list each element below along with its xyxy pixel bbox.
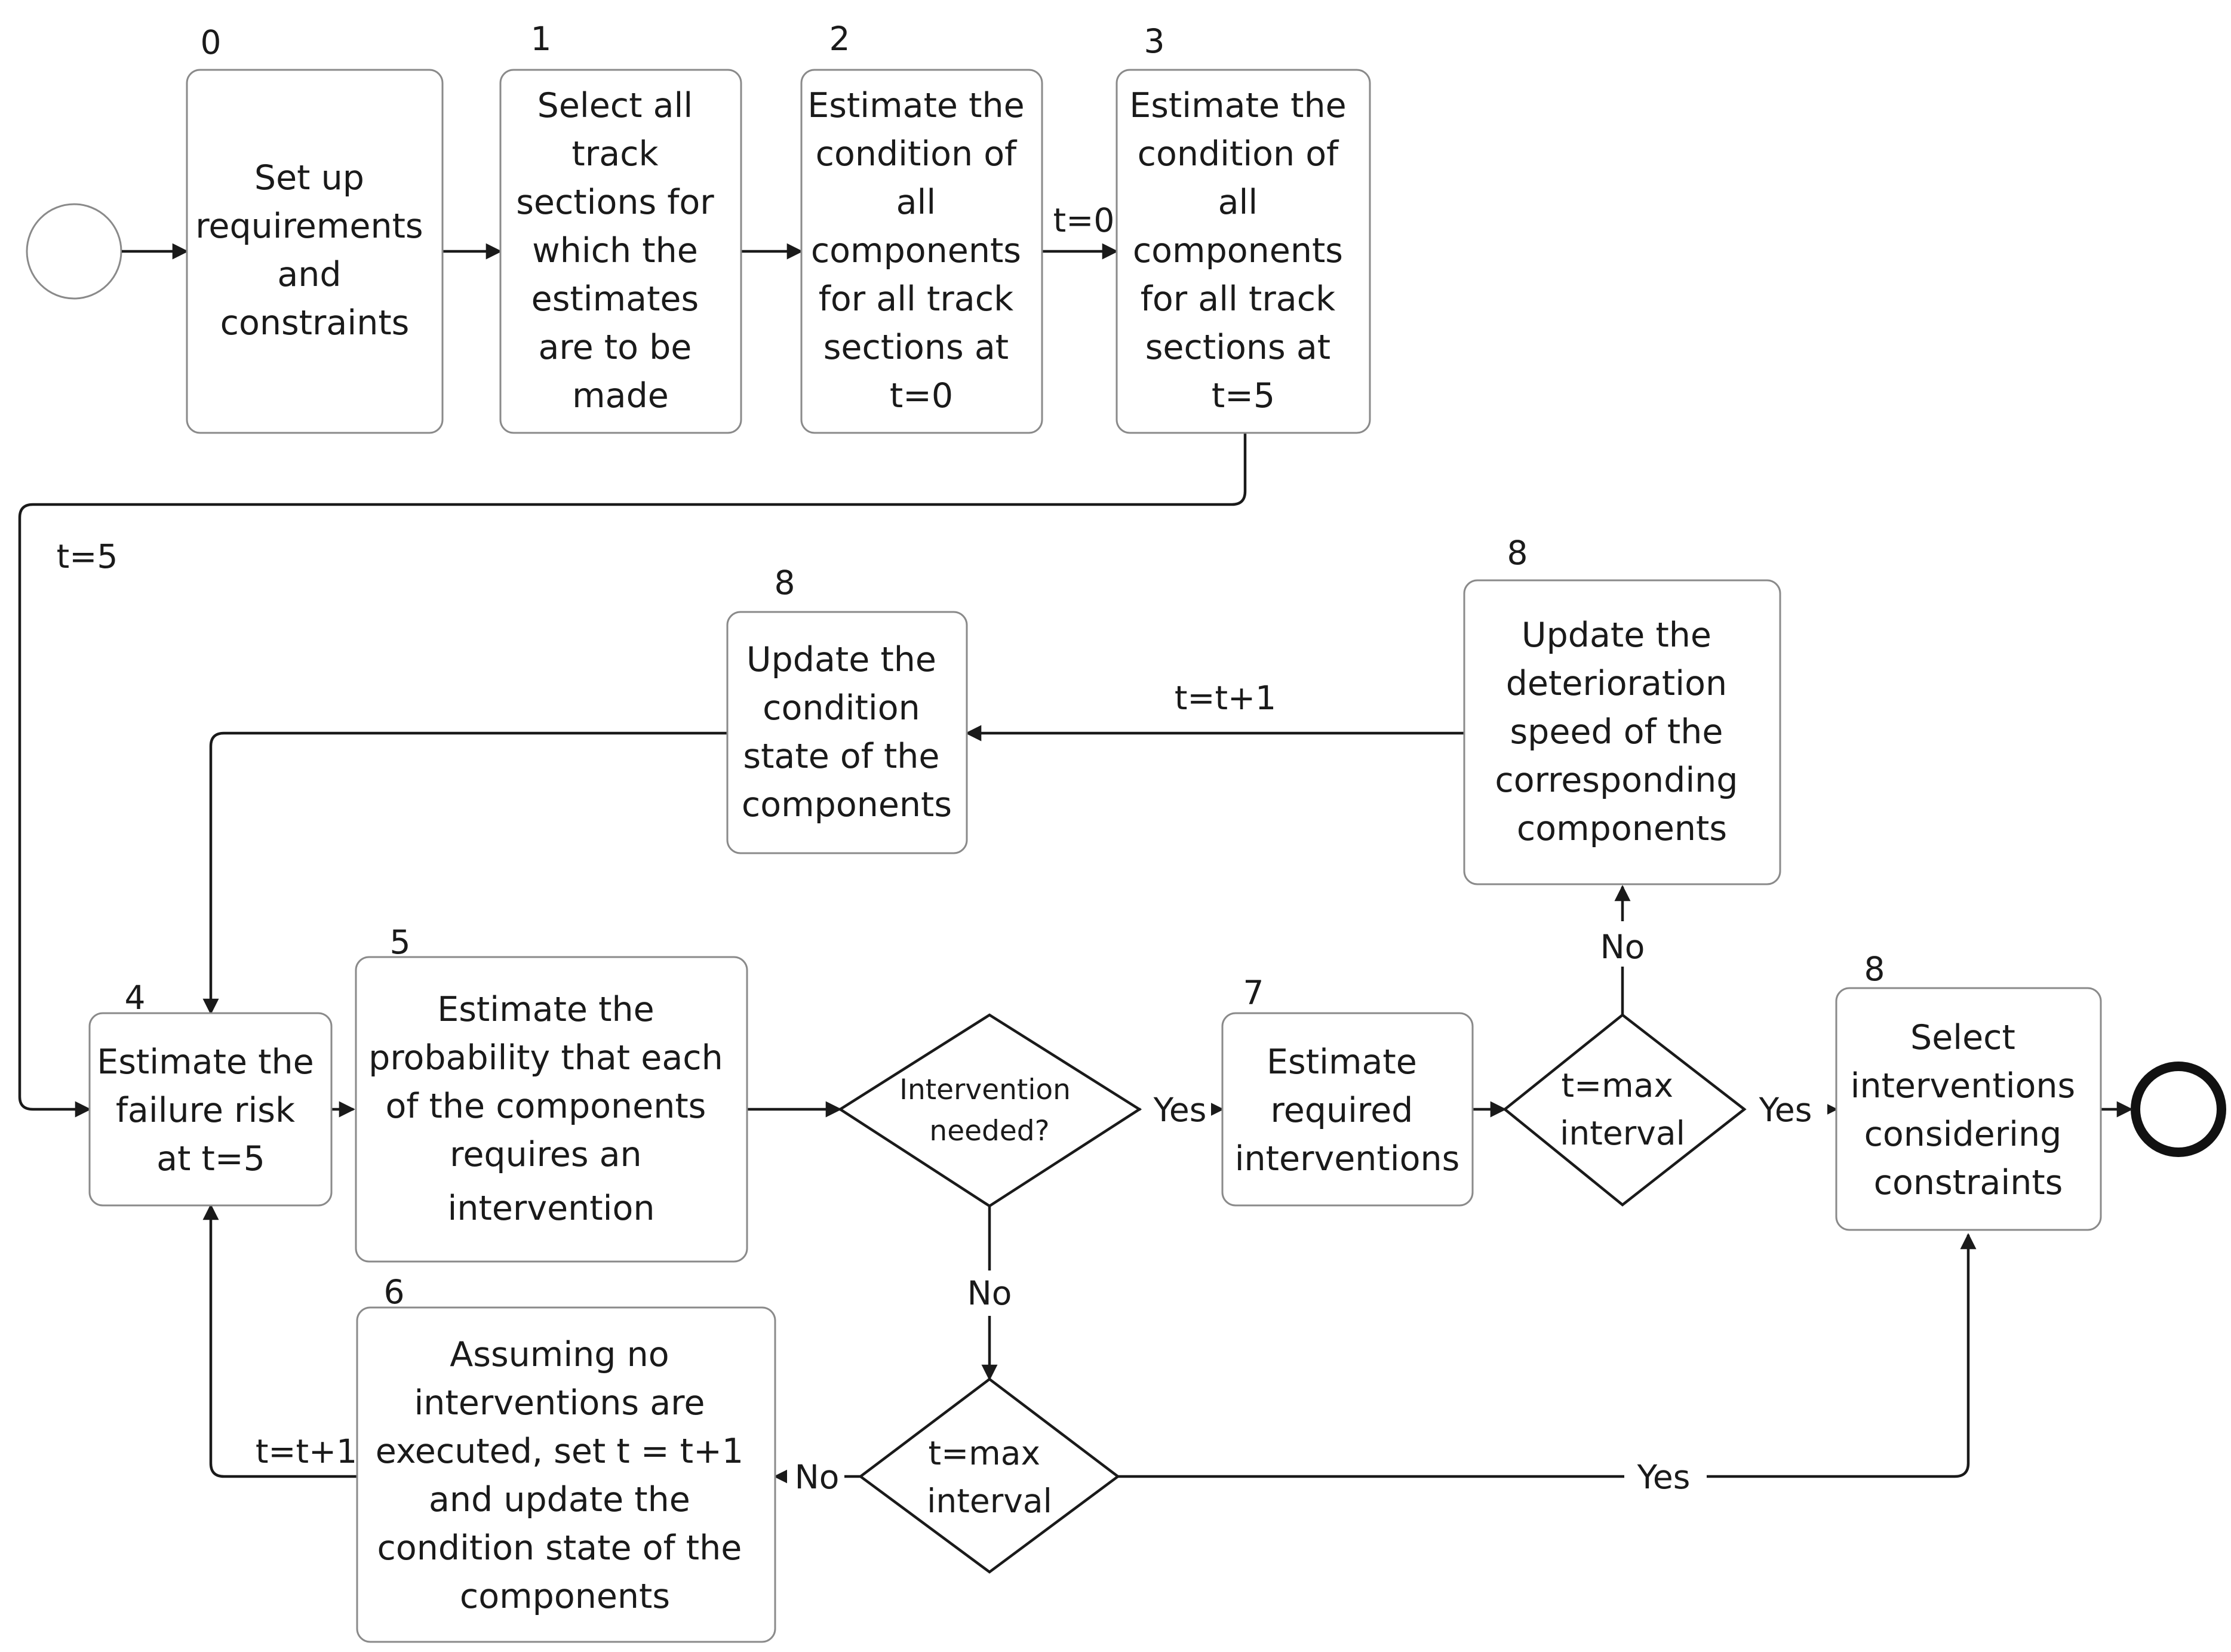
node-5: 5 Estimate the probability that each of … [355,923,748,1263]
start-event [26,203,122,300]
node-4-box [88,1012,333,1207]
node-8-update-condition: 8 Update the condition state of the comp… [726,564,968,854]
node-8b-label: Update the deterioration speed of the co… [1495,616,1748,848]
node-2-number: 2 [829,20,850,58]
end-event [2131,1062,2226,1157]
node-4-label: Estimate the failure risk at t=5 [97,1042,325,1179]
node-4-number: 4 [125,979,146,1017]
decision-1-shape [837,1013,1142,1208]
edge-8a-to-4 [202,731,727,1015]
node-7-label: Estimate required interventions [1235,1042,1460,1179]
node-8a-label: Update the condition state of the compon… [742,640,952,825]
edge-label-tt1-left: t=t+1 [256,1432,357,1471]
node-7: 7 Estimate required interventions [1221,974,1474,1207]
node-3-label: Estimate the condition of all components… [1129,86,1357,416]
edge-label-tt1-top: t=t+1 [1175,679,1276,717]
edge-label-t5: t=5 [57,537,118,576]
node-0: 0 Set up requirements and constraints [186,23,444,434]
node-8c-number: 8 [1864,950,1885,988]
node-6-box [356,1306,776,1643]
decision-max-interval-right: t=max interval [1502,1013,1747,1207]
edge-label-yes-d2: Yes [1759,1091,1812,1129]
edge-3-to-4 [18,433,1247,1118]
node-6: 6 Assuming no interventions are executed… [356,1273,776,1643]
node-0-label: Set up requirements and constraints [195,158,434,343]
node-1-label: Select all track sections for which the … [516,86,725,416]
node-3: 3 Estimate the condition of all componen… [1116,22,1371,434]
decision-intervention-needed: Intervention needed? [837,1013,1142,1208]
edge-label-yes-d3: Yes [1637,1458,1691,1496]
decision-max-interval-bottom: t=max interval [858,1377,1120,1574]
node-1-box [499,69,742,434]
decision-2-label: t=max interval [1560,1066,1685,1152]
decision-1-label: Intervention needed? [899,1073,1080,1148]
node-1-number: 1 [531,20,552,58]
node-6-number: 6 [384,1273,405,1311]
node-8-update-deterioration: 8 Update the deterioration speed of the … [1463,534,1781,885]
node-0-box [186,69,444,434]
node-8b-number: 8 [1507,534,1528,572]
edge-label-t0: t=0 [1053,201,1115,239]
node-2-label: Estimate the condition of all components… [807,86,1035,416]
node-5-label: Estimate the probability that each of th… [368,990,734,1228]
node-8a-number: 8 [775,564,795,602]
node-2: 2 Estimate the condition of all componen… [800,20,1043,434]
node-0-number: 0 [201,23,222,61]
node-8c-box [1835,987,2102,1231]
decision-3-shape [858,1377,1120,1574]
edge-label-yes-d1: Yes [1153,1091,1207,1129]
edge-labels: t=0 t=5 t=t+1 t=t+1 Yes No Yes No Yes No [57,201,1812,1496]
node-8b-box [1463,579,1781,885]
edges [18,243,2133,1485]
node-6-label: Assuming no interventions are executed, … [376,1335,755,1616]
node-1: 1 Select all track sections for which th… [499,20,742,434]
decision-2-shape [1502,1013,1747,1207]
node-5-number: 5 [390,923,411,961]
node-8a-box [726,611,968,854]
node-7-box [1221,1012,1474,1207]
node-2-box [800,69,1043,434]
edge-label-no-d1: No [967,1274,1012,1312]
edge-label-no-d2: No [1600,928,1645,966]
edge-6-to-4 [202,1204,357,1478]
node-5-box [355,956,748,1263]
node-8c-label: Select interventions considering constra… [1851,1018,2086,1202]
node-4: 4 Estimate the failure risk at t=5 [88,979,333,1207]
node-7-number: 7 [1243,974,1264,1012]
node-8-select-interventions: 8 Select interventions considering const… [1835,950,2102,1231]
edge-label-no-d3: No [795,1458,840,1496]
node-3-number: 3 [1144,22,1165,60]
edge-d3-to-8c [1118,1233,1977,1478]
node-3-box [1116,69,1371,434]
decision-3-label: t=max interval [927,1434,1052,1520]
